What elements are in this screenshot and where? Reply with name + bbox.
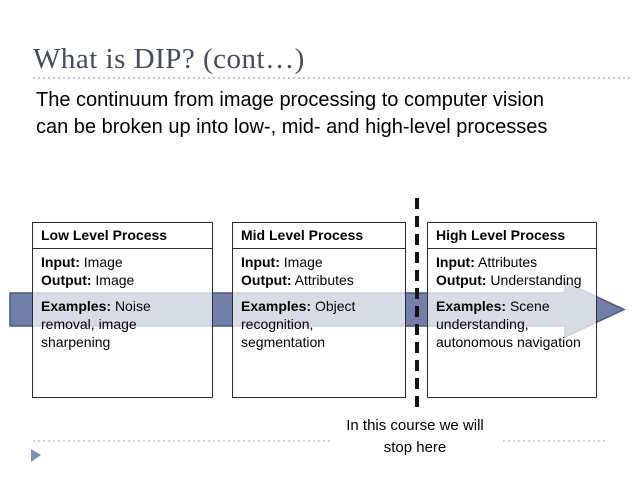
intro-text: The continuum from image processing to c… bbox=[36, 89, 548, 138]
output-line: Output: Understanding bbox=[436, 271, 589, 289]
caption-line-2: stop here bbox=[383, 439, 447, 456]
course-scope-caption: In this course we will stop here bbox=[330, 415, 500, 459]
output-label: Output: bbox=[241, 272, 292, 288]
output-label: Output: bbox=[436, 272, 487, 288]
output-line: Output: Image bbox=[41, 271, 205, 289]
box-header: Mid Level Process bbox=[233, 223, 405, 249]
examples-line: Examples: Noise removal, image sharpenin… bbox=[41, 297, 205, 351]
input-value: Image bbox=[83, 254, 123, 270]
box-header: Low Level Process bbox=[33, 223, 212, 249]
box-body: Input: Attributes Output: Understanding … bbox=[428, 249, 596, 351]
input-value: Attributes bbox=[478, 254, 538, 270]
input-label: Input: bbox=[436, 254, 475, 270]
box-body: Input: Image Output: Attributes Examples… bbox=[233, 249, 405, 351]
process-box-mid: Mid Level Process Input: Image Output: A… bbox=[232, 222, 406, 398]
output-value: Attributes bbox=[294, 272, 354, 288]
footer-triangle-icon bbox=[31, 449, 41, 462]
output-line: Output: Attributes bbox=[241, 271, 398, 289]
input-line: Input: Image bbox=[241, 253, 398, 271]
input-line: Input: Attributes bbox=[436, 253, 589, 271]
input-line: Input: Image bbox=[41, 253, 205, 271]
box-header: High Level Process bbox=[428, 223, 596, 249]
caption-line-1: In this course we will bbox=[346, 417, 484, 434]
slide-title: What is DIP? (cont…) bbox=[33, 43, 305, 75]
examples-label: Examples: bbox=[436, 298, 507, 314]
footer-dotted-rule bbox=[33, 440, 605, 442]
input-label: Input: bbox=[241, 254, 280, 270]
output-value: Image bbox=[95, 272, 135, 288]
input-value: Image bbox=[283, 254, 323, 270]
output-label: Output: bbox=[41, 272, 92, 288]
examples-line: Examples: Object recognition, segmentati… bbox=[241, 297, 398, 351]
scope-dashed-divider bbox=[415, 198, 419, 413]
process-box-low: Low Level Process Input: Image Output: I… bbox=[32, 222, 213, 398]
examples-label: Examples: bbox=[241, 298, 312, 314]
input-label: Input: bbox=[41, 254, 80, 270]
process-box-high: High Level Process Input: Attributes Out… bbox=[427, 222, 597, 398]
title-dotted-rule bbox=[33, 77, 633, 79]
examples-line: Examples: Scene understanding, autonomou… bbox=[436, 297, 589, 351]
box-body: Input: Image Output: Image Examples: Noi… bbox=[33, 249, 212, 351]
examples-label: Examples: bbox=[41, 298, 112, 314]
output-value: Understanding bbox=[490, 272, 582, 288]
